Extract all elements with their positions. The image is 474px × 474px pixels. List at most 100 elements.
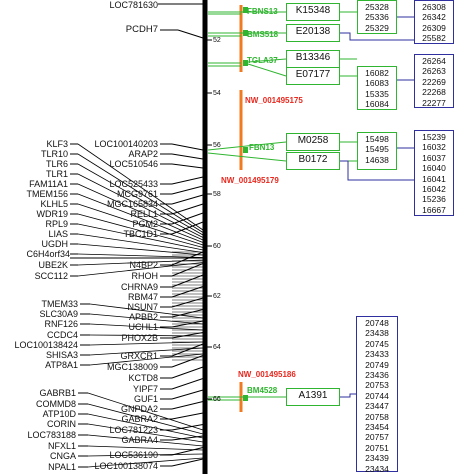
marker-label: FBNS13 [247,7,278,16]
gene-label: TBC1D1 [123,229,158,239]
connector-line [87,392,204,431]
id-value: 16032 [422,142,446,153]
gene-label: MCG9761 [116,189,158,199]
gene-label: MGC165834 [106,199,158,209]
id-value: 22277 [422,97,446,108]
scale-tick-label: 58 [213,191,221,198]
gene-label: PCDH7 [125,24,158,35]
gene-label: RNF126 [44,319,78,329]
id-value: 20751 [365,442,389,453]
connector-line [171,424,204,431]
connector-line [89,303,204,319]
id-list: 20748 23438 20745 23433 20749 23436 2075… [356,316,398,474]
gene-label: GUF1 [133,394,158,404]
id-list: 16082 16083 15335 16084 [357,66,397,110]
gene-label: GABRB1 [39,388,76,398]
id-value: 23436 [365,370,389,381]
gene-label: COMMD8 [36,399,76,409]
gene-label: RPL9 [45,219,68,229]
marker-dot [243,60,248,66]
id-value: 23447 [365,401,389,412]
connector-line [89,341,204,346]
gene-label: LOC536190 [109,450,158,460]
id-value: 15239 [422,132,446,142]
connector-line [87,445,204,451]
connector-line [171,355,204,368]
connector-line [171,332,204,339]
id-value: 22268 [422,87,446,98]
connector-line [171,176,204,185]
marker-label: TGLA37 [247,56,278,65]
connector-line [77,262,204,277]
id-value: 23433 [365,349,389,360]
connector-line [77,183,204,241]
connector-line [247,58,287,63]
connector-line [87,403,204,435]
gene-label: SHISA3 [45,350,78,360]
id-value: 20758 [365,411,389,422]
gene-label: UGDH [41,239,69,249]
marker-dot [243,147,248,153]
id-value: 23454 [365,422,389,433]
connector-line [77,193,204,243]
gene-label: LOC525433 [109,179,158,189]
id-value: 20749 [365,359,389,370]
connector-line [340,32,414,41]
gene-label: ARAP2 [128,149,158,159]
gene-label: NSUN7 [127,302,158,312]
connector-line [171,185,204,195]
connector-line [171,212,204,225]
connector-line [340,160,414,181]
connector-line [89,313,204,325]
connector-line [77,203,204,246]
gene-label: SLC30A9 [39,309,78,319]
marker-dot [243,7,248,13]
gene-label: KLF3 [46,139,68,149]
id-value: 20744 [365,390,389,401]
clone-box: B0172 [286,152,340,170]
gene-label: GABRA2 [121,414,158,424]
gene-label: ATP10D [42,409,76,419]
gene-label: WDR19 [36,209,68,219]
clone-box: A1391 [286,388,340,406]
scale-tick-label: 52 [213,37,221,44]
connector-line [77,223,204,251]
id-value: 20748 [365,318,389,328]
id-value: 16084 [365,99,389,110]
id-value: 23434 [365,463,389,474]
connector-line [77,243,204,256]
gene-label: GABRA4 [121,435,158,445]
clone-box: E20138 [286,24,340,42]
connector-line [77,153,204,233]
gene-label: PHOX2B [121,333,158,343]
connector-line [340,393,356,398]
gene-label: PGM2 [132,219,158,229]
connector-line [171,378,204,390]
connector-line [171,458,204,467]
id-list: 15239 16032 16037 16040 16041 16042 1523… [414,130,454,216]
gene-label: KLHL5 [40,199,68,209]
connector-line [171,143,204,151]
connector-line [77,213,204,248]
connector-line [207,141,287,151]
id-value: 14638 [365,154,389,165]
gene-label: CORIN [47,419,76,429]
gene-label: TLR6 [45,159,68,169]
clone-box: B13346 [286,50,340,68]
id-value: 16041 [422,173,446,184]
gene-label: RELL1 [130,209,158,219]
id-value: 26308 [422,2,446,12]
gene-label: SCC112 [34,271,68,281]
contig-label: NW_001495175 [245,96,303,105]
scale-tick-label: 60 [213,243,221,250]
id-value: 20757 [365,432,389,443]
id-value: 25329 [365,22,389,33]
connector-line [171,203,204,215]
gene-label: CHRNA9 [120,282,158,292]
marker-label: BM4528 [247,386,278,395]
gene-label: GNPDA2 [120,404,158,414]
connector-line [89,347,204,356]
id-value: 15495 [365,144,389,155]
scale-tick-label: 64 [213,344,221,351]
